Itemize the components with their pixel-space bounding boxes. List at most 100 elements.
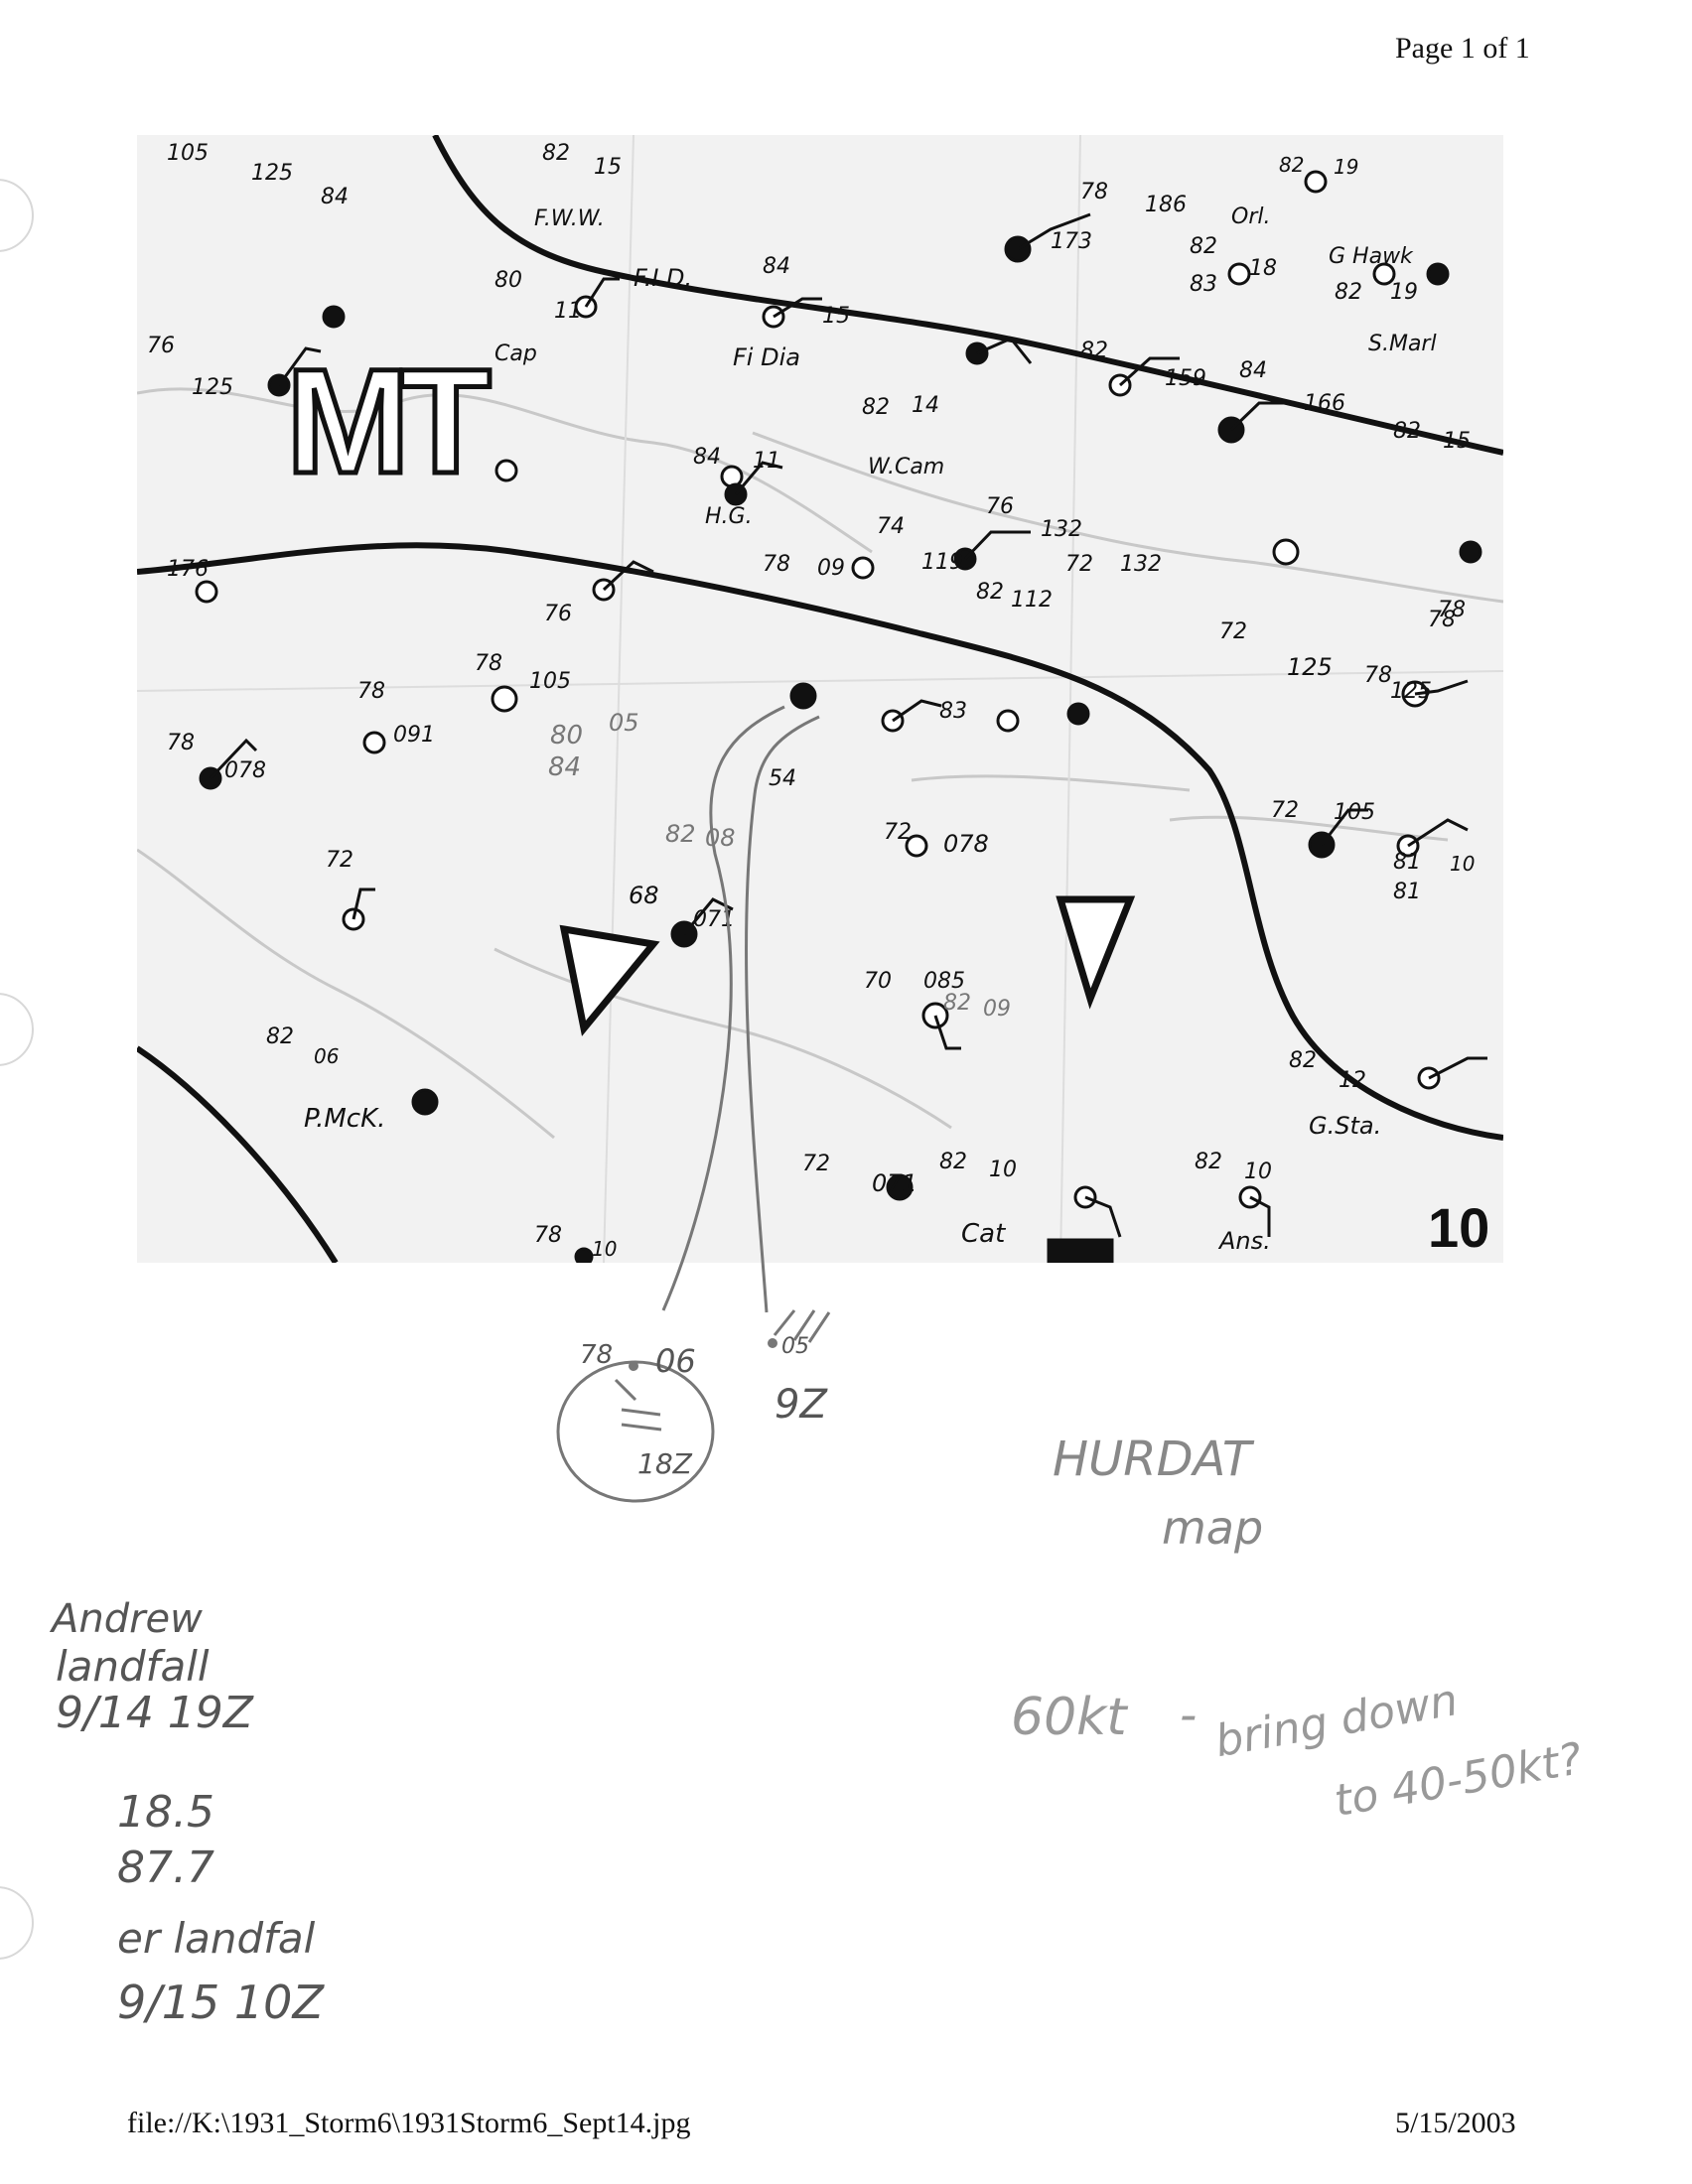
andrew-note-line1: Andrew [52, 1596, 203, 1642]
station-value: 091 [393, 723, 435, 748]
station-label: Fi Dia [733, 343, 800, 371]
station-value: 82 [1393, 419, 1421, 444]
station-value: 159 [1165, 366, 1206, 391]
file-path: file://K:\1931_Storm6\1931Storm6_Sept14.… [127, 2107, 691, 2139]
station-value: 72 [884, 820, 912, 845]
station-value: 82 [266, 1024, 294, 1049]
station-value: 82 [542, 141, 570, 166]
station-value: 15 [822, 304, 850, 329]
station-value: 15 [594, 155, 622, 180]
intensity-value: 60kt [1011, 1688, 1127, 1747]
track-label: 18Z [637, 1447, 692, 1480]
station-value: 78 [1428, 608, 1456, 632]
station-value: 125 [1287, 653, 1333, 681]
station-value: 10 [1244, 1160, 1272, 1184]
station-value: 105 [1334, 800, 1375, 825]
station-value: 105 [529, 669, 571, 694]
station-value: 11 [753, 449, 780, 474]
station-value: 83 [1190, 272, 1217, 297]
station-label: F.I.D. [634, 264, 693, 292]
station-value: 125 [1390, 679, 1432, 704]
station-value: 70 [864, 969, 892, 994]
station-value: 78 [1364, 663, 1392, 688]
station-label: F.W.W. [534, 206, 605, 231]
station-label: H.G. [705, 504, 753, 529]
station-value: 82 [665, 820, 696, 848]
track-label: 9Z [775, 1382, 827, 1428]
station-value: 132 [1041, 517, 1082, 542]
station-label: P.McK. [304, 1104, 386, 1134]
station-value: 125 [192, 375, 233, 400]
print-date: 5/15/2003 [1395, 2107, 1516, 2139]
station-value: 82 [943, 991, 971, 1016]
station-value: 78 [1438, 598, 1466, 622]
intensity-dash: - [1180, 1688, 1198, 1743]
station-value: 82 [862, 395, 890, 420]
station-value: 80 [550, 721, 584, 751]
station-value: 76 [147, 334, 175, 358]
landfall-longitude: 87.7 [117, 1843, 214, 1893]
station-label: G Hawk [1329, 244, 1413, 269]
station-value: 166 [1304, 391, 1345, 416]
station-value: 78 [357, 679, 385, 704]
station-value: 10 [989, 1158, 1017, 1182]
station-value: 82 [976, 580, 1004, 605]
station-value: 125 [251, 161, 293, 186]
station-value: 82 [1195, 1150, 1222, 1174]
station-value: 82 [1080, 339, 1108, 363]
station-value: 84 [693, 445, 721, 470]
station-label: W.Cam [868, 455, 945, 479]
page-number: Page 1 of 1 [1395, 32, 1530, 65]
station-value: 84 [1239, 358, 1267, 383]
station-value: 81 [1393, 880, 1421, 904]
track-label: 06 [655, 1342, 696, 1380]
station-label: Ans. [1219, 1227, 1271, 1255]
station-value: 186 [1145, 193, 1187, 217]
landfall-latitude: 18.5 [117, 1787, 214, 1838]
graticule [137, 135, 1503, 1263]
track-label: 05 [781, 1334, 809, 1359]
station-value: 19 [1390, 280, 1418, 305]
station-value: 54 [769, 766, 796, 791]
station-value: 78 [763, 552, 790, 577]
weather-map: MT 10 [137, 135, 1503, 1263]
station-value: 06 [314, 1044, 340, 1068]
trough-symbols [559, 895, 1136, 1263]
station-value: 14 [912, 393, 939, 418]
station-value: 82 [1289, 1048, 1317, 1073]
station-value: 72 [1271, 798, 1299, 823]
station-value: 74 [877, 514, 905, 539]
station-value: 82 [1279, 153, 1305, 177]
station-value: 18 [1249, 256, 1277, 281]
station-value: 173 [1051, 229, 1092, 254]
station-value: 84 [548, 752, 582, 782]
station-value: 09 [983, 997, 1011, 1022]
station-value: 81 [1393, 850, 1421, 875]
station-value: 078 [224, 758, 266, 783]
station-value: 085 [923, 969, 965, 994]
station-value: 078 [943, 830, 989, 858]
second-landfall-note: er landfal [117, 1914, 316, 1963]
andrew-note-line2: landfall [56, 1642, 210, 1691]
station-label: G.Sta. [1309, 1112, 1382, 1140]
station-value: 76 [544, 602, 572, 626]
station-value: 78 [1080, 180, 1108, 205]
isobar-label: 10 [1428, 1196, 1489, 1259]
station-value: 78 [534, 1223, 562, 1248]
station-value: 10 [1450, 852, 1476, 876]
station-value: 105 [167, 141, 209, 166]
station-value: 72 [1065, 552, 1093, 577]
station-label: Orl. [1231, 205, 1271, 229]
station-value: 119 [921, 550, 963, 575]
station-value: 19 [1334, 155, 1359, 179]
station-value: 84 [321, 185, 349, 209]
station-value: 78 [167, 731, 195, 755]
station-value: 76 [986, 494, 1014, 519]
weather-map-drawing: MT 10 [137, 135, 1503, 1263]
station-value: 132 [1120, 552, 1162, 577]
station-value: 82 [1190, 234, 1217, 259]
station-value: 10 [592, 1237, 618, 1261]
station-value: 68 [629, 882, 659, 909]
second-landfall-time: 9/15 10Z [117, 1976, 324, 2029]
